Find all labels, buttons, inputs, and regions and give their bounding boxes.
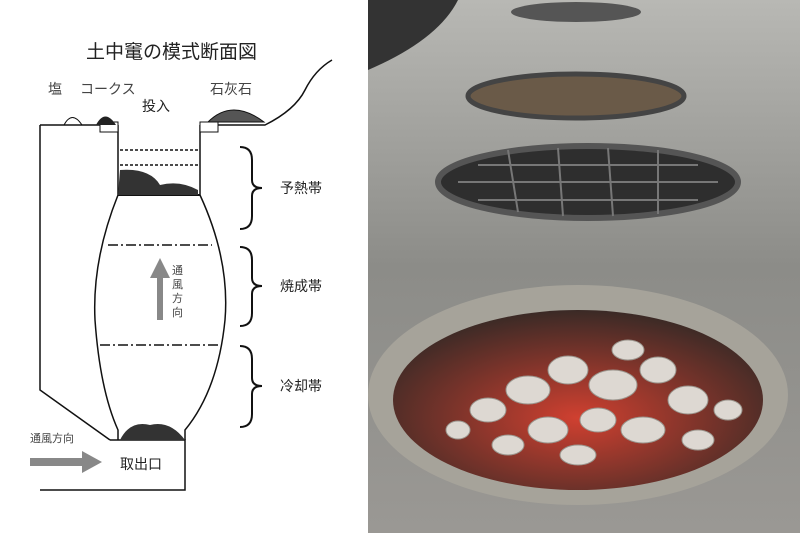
diagram-title: 土中竃の模式断面図: [86, 41, 257, 63]
draft-up-arrow-icon: [150, 258, 170, 320]
svg-text:通: 通: [172, 264, 183, 277]
label-limestone: 石灰石: [210, 82, 252, 98]
zone-braces: [239, 146, 263, 428]
label-preheat-zone: 予熱帯: [280, 181, 322, 197]
label-draft-direction-vertical: 通 風 方 向: [172, 264, 183, 319]
label-salt: 塩: [48, 82, 62, 98]
svg-text:風: 風: [172, 278, 183, 291]
limestone-pile: [206, 109, 266, 123]
label-firing-zone: 焼成帯: [280, 279, 322, 295]
label-draft-direction: 通風方向: [30, 431, 74, 445]
cooled-material: [120, 424, 185, 440]
svg-text:向: 向: [172, 305, 183, 319]
label-outlet: 取出口: [120, 457, 162, 473]
svg-text:方: 方: [172, 291, 183, 305]
coke-pile: [96, 116, 116, 125]
grate-middle: [465, 71, 687, 121]
grate-far: [511, 2, 641, 22]
kiln-photo: [368, 0, 800, 533]
kiln-outline: [39, 59, 333, 491]
label-input: 投入: [142, 99, 170, 115]
limestone-rocks: [445, 339, 743, 466]
label-cooling-zone: 冷却帯: [280, 379, 322, 395]
label-coke: コークス: [80, 82, 136, 98]
draft-right-arrow-icon: [30, 451, 102, 473]
salt-pile: [63, 117, 83, 126]
charge-material: [118, 169, 198, 195]
kiln-cross-section-diagram: 土中竃の模式断面図 塩 コークス 投入 石灰石 予熱帯 焼成帯 冷却帯 通 風 …: [30, 41, 333, 491]
